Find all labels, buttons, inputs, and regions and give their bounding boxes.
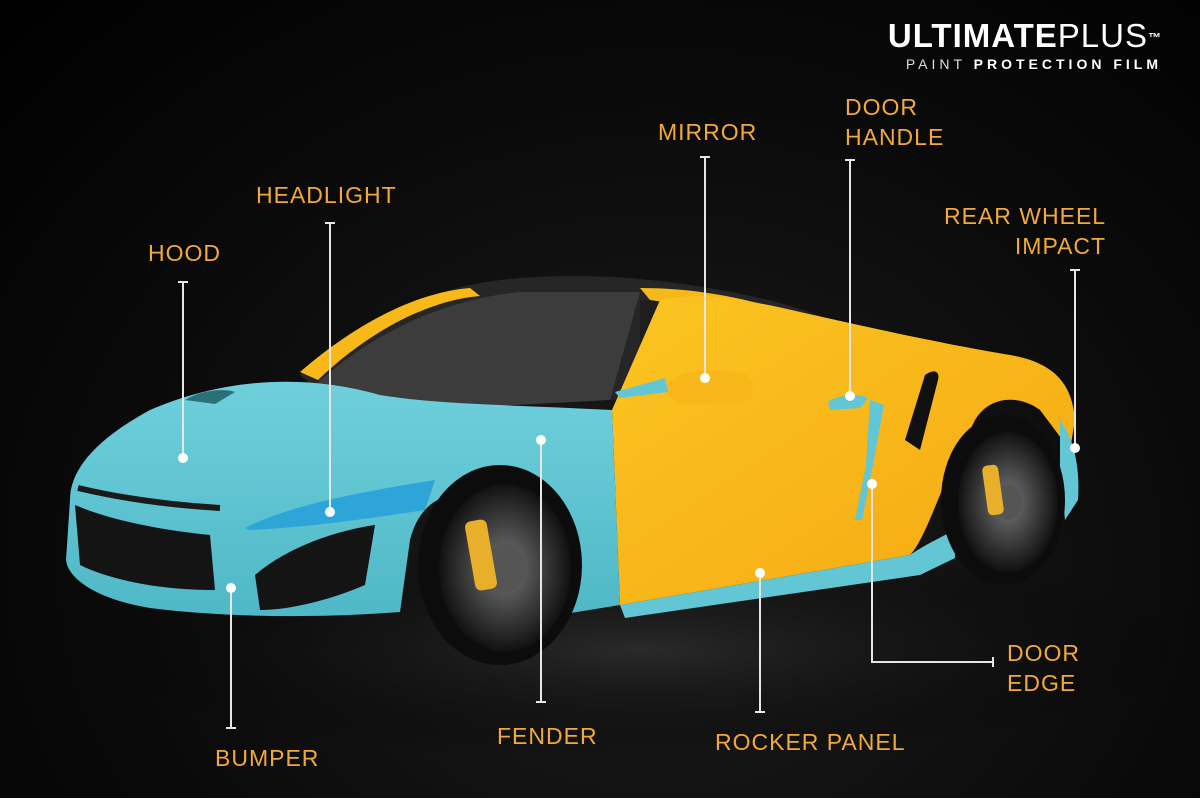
label-headlight: HEADLIGHT <box>256 180 397 210</box>
logo-sub-thin: PAINT <box>905 56 966 72</box>
logo-brand-thin: PLUS <box>1057 17 1148 54</box>
label-fender: FENDER <box>497 721 598 751</box>
logo-brand-bold: ULTIMATE <box>887 17 1058 54</box>
label-door-edge-line1: DOOR <box>1007 640 1080 666</box>
label-rear-wheel-impact: REAR WHEEL IMPACT <box>944 201 1106 261</box>
label-fender-text: FENDER <box>497 723 598 749</box>
front-intake <box>255 525 375 610</box>
dot-mirror <box>700 373 710 383</box>
dot-hood <box>178 453 188 463</box>
brand-logo: ULTIMATEPLUS™ PAINT PROTECTION FILM <box>888 18 1162 73</box>
door-edge-film <box>855 400 884 520</box>
dot-door-edge <box>867 479 877 489</box>
front-lip <box>77 485 221 511</box>
label-door-handle-line1: DOOR <box>845 94 918 120</box>
label-mirror-text: MIRROR <box>658 119 758 145</box>
hood-vent <box>185 390 235 404</box>
logo-title: ULTIMATEPLUS™ <box>888 18 1162 54</box>
leader-door-edge <box>871 484 993 663</box>
label-door-edge: DOOR EDGE <box>1007 638 1080 698</box>
front-grille <box>75 505 215 590</box>
label-bumper: BUMPER <box>215 743 319 773</box>
mirror-base-film <box>615 378 668 398</box>
label-mirror: MIRROR <box>658 117 757 147</box>
door-handle-part <box>828 395 868 410</box>
dot-rocker <box>755 568 765 578</box>
label-door-handle: DOOR HANDLE <box>845 92 944 152</box>
logo-sub-bold: PROTECTION FILM <box>973 56 1162 72</box>
dot-fender <box>536 435 546 445</box>
dot-bumper <box>226 583 236 593</box>
label-rocker-panel: ROCKER PANEL <box>715 727 906 757</box>
label-rocker-panel-text: ROCKER PANEL <box>715 729 906 755</box>
label-hood-text: HOOD <box>148 240 221 266</box>
label-bumper-text: BUMPER <box>215 745 320 771</box>
logo-trademark: ™ <box>1148 30 1162 45</box>
side-mirror <box>665 370 754 405</box>
headlight-lamp <box>245 480 435 530</box>
dot-rear-wheel <box>1070 443 1080 453</box>
rear-intake <box>905 371 939 450</box>
front-wheel <box>418 465 582 665</box>
logo-subtitle: PAINT PROTECTION FILM <box>888 56 1162 72</box>
label-rear-wheel-line1: REAR WHEEL <box>944 203 1107 229</box>
dot-door-handle <box>845 391 855 401</box>
rocker-film <box>620 530 955 618</box>
label-door-handle-line2: HANDLE <box>845 124 945 150</box>
roof-film-strip <box>300 288 480 380</box>
rear-wheel <box>941 415 1065 585</box>
label-rear-wheel-line2: IMPACT <box>1014 233 1107 259</box>
label-hood: HOOD <box>148 238 221 268</box>
windshield <box>315 292 640 410</box>
dot-headlight <box>325 507 335 517</box>
label-door-edge-line2: EDGE <box>1007 670 1077 696</box>
label-headlight-text: HEADLIGHT <box>256 182 397 208</box>
